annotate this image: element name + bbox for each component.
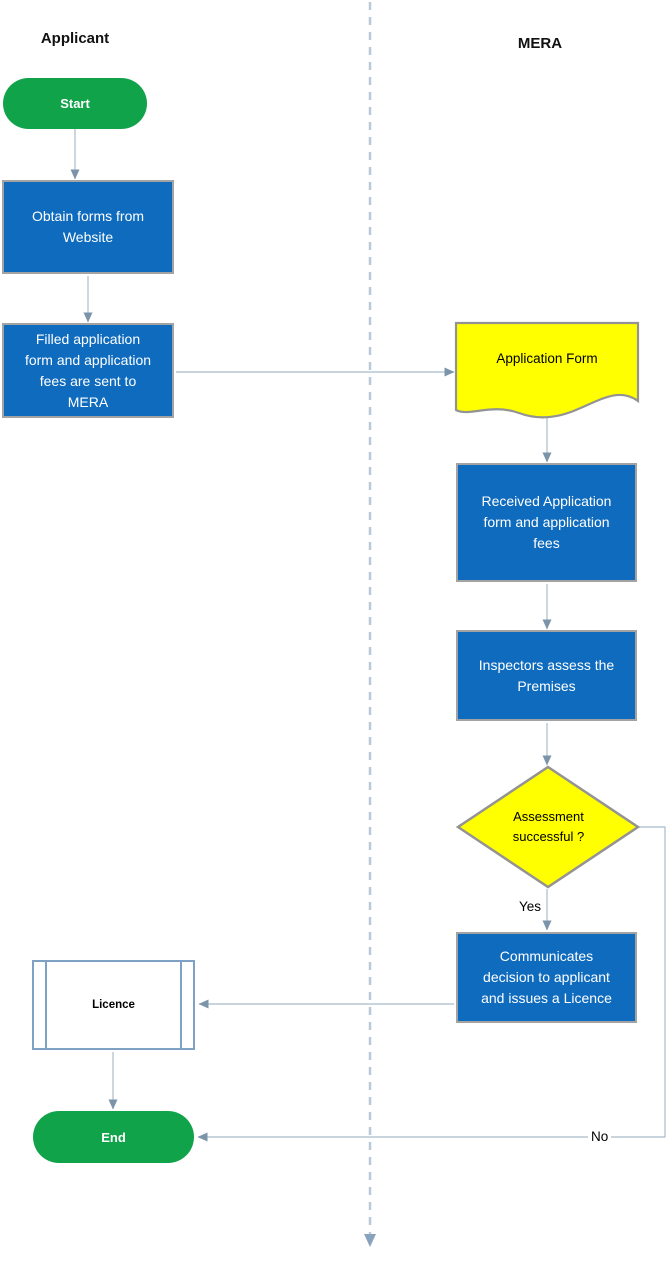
lane-header-applicant: Applicant: [40, 30, 110, 47]
node-communicate-decision: Communicates decision to applicant and i…: [456, 932, 637, 1023]
node-assessment-decision-shape: [456, 765, 641, 889]
node-assessment-decision-label: Assessment successful ?: [512, 808, 585, 844]
node-licence: Licence: [32, 960, 195, 1050]
node-application-form-shape: [454, 321, 640, 419]
predefined-process-inner-line-left: [45, 962, 47, 1048]
edge-label-yes: Yes: [516, 898, 545, 917]
lane-header-mera: MERA: [517, 35, 563, 52]
node-licence-label: Licence: [92, 999, 135, 1011]
node-application-form-label: Application Form: [496, 350, 598, 366]
edge-label-no: No: [588, 1128, 612, 1147]
predefined-process-inner-line-right: [180, 962, 182, 1048]
node-inspect-premises: Inspectors assess the Premises: [456, 630, 637, 721]
connector-decision-no-to-end: [197, 826, 666, 1142]
node-received-application: Received Application form and applicatio…: [456, 463, 637, 582]
node-start: Start: [3, 78, 147, 129]
node-obtain-forms: Obtain forms from Website: [2, 180, 174, 274]
node-end: End: [33, 1111, 194, 1163]
node-send-application: Filled application form and application …: [2, 323, 174, 418]
